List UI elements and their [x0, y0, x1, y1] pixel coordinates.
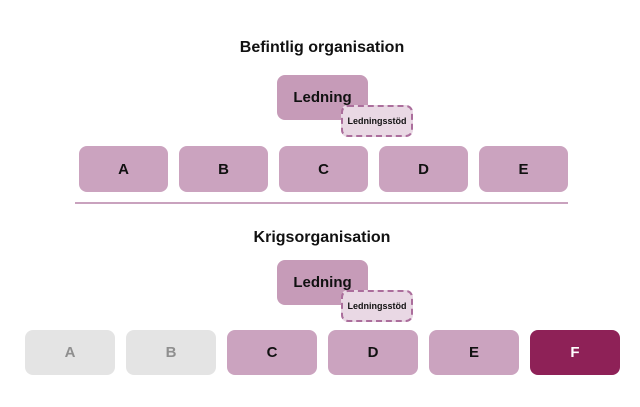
unit-box-a: A [79, 146, 168, 192]
unit-box-a-inactive: A [25, 330, 115, 375]
unit-box-d: D [379, 146, 468, 192]
leadership-label: Ledning [293, 274, 352, 291]
unit-label: C [318, 160, 329, 178]
unit-label: D [418, 160, 429, 178]
unit-box-e: E [479, 146, 568, 192]
unit-box-c: C [227, 330, 317, 375]
unit-label: B [218, 160, 229, 178]
unit-label: E [518, 160, 529, 178]
unit-box-e: E [429, 330, 519, 375]
unit-label: D [367, 344, 379, 361]
support-label: Ledningsstöd [347, 116, 407, 126]
section-title-existing: Befintlig organisation [239, 39, 405, 56]
support-box-existing: Ledningsstöd [341, 105, 413, 137]
section-divider [75, 202, 568, 204]
unit-label: C [266, 344, 278, 361]
unit-box-f-new: F [530, 330, 620, 375]
leadership-box-existing: Ledning [277, 75, 368, 120]
unit-box-b: B [179, 146, 268, 192]
unit-label: F [570, 344, 580, 361]
unit-label: E [468, 344, 479, 361]
unit-box-b-inactive: B [126, 330, 216, 375]
unit-label: A [64, 344, 76, 361]
leadership-label: Ledning [293, 89, 352, 106]
unit-box-c: C [279, 146, 368, 192]
unit-box-d: D [328, 330, 418, 375]
support-box-war: Ledningsstöd [341, 290, 413, 322]
support-label: Ledningsstöd [347, 301, 407, 311]
unit-label: B [165, 344, 177, 361]
unit-label: A [118, 160, 129, 178]
section-title-war: Krigsorganisation [253, 229, 391, 246]
